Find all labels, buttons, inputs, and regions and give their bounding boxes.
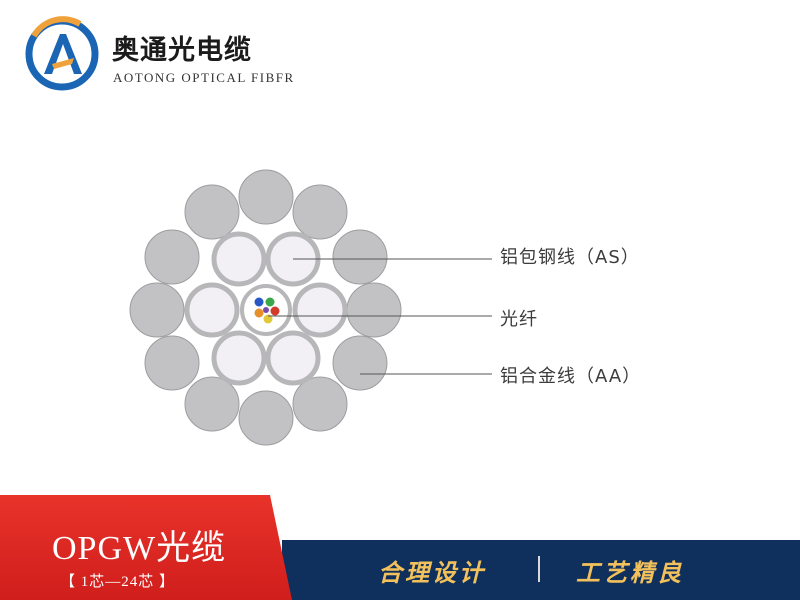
fiber-strand [265, 297, 275, 307]
inner-wire-ring [184, 231, 348, 386]
fiber-strand [263, 314, 273, 324]
fiber-tube [240, 284, 292, 336]
fiber-strand [270, 306, 280, 316]
callout-aluminum-alloy: 铝合金线（AA） [500, 366, 642, 387]
slogan-divider [538, 556, 540, 582]
brand-name-en: AOTONG OPTICAL FIBFR [113, 70, 295, 85]
fiber-strand [254, 308, 264, 318]
product-title: OPGW光缆 [52, 530, 227, 567]
aotong-a-logo-icon [25, 16, 99, 91]
slogan-text-2: 工艺精良 [576, 559, 684, 587]
fiber-strand [254, 297, 264, 307]
fiber-strand [263, 307, 269, 313]
product-banner [0, 495, 292, 600]
logo [22, 14, 102, 94]
slogan-banner [282, 540, 800, 600]
outer-wire-ring [129, 169, 402, 446]
callout-aluminum-clad-steel: 铝包钢线（AS） [500, 247, 640, 268]
callout-optical-fiber: 光纤 [500, 309, 538, 330]
brand-name-cn: 奥通光电缆 [112, 35, 252, 66]
product-subtitle: 【 1芯—24芯 】 [60, 574, 176, 590]
slogan-text-1: 合理设计 [378, 559, 486, 587]
